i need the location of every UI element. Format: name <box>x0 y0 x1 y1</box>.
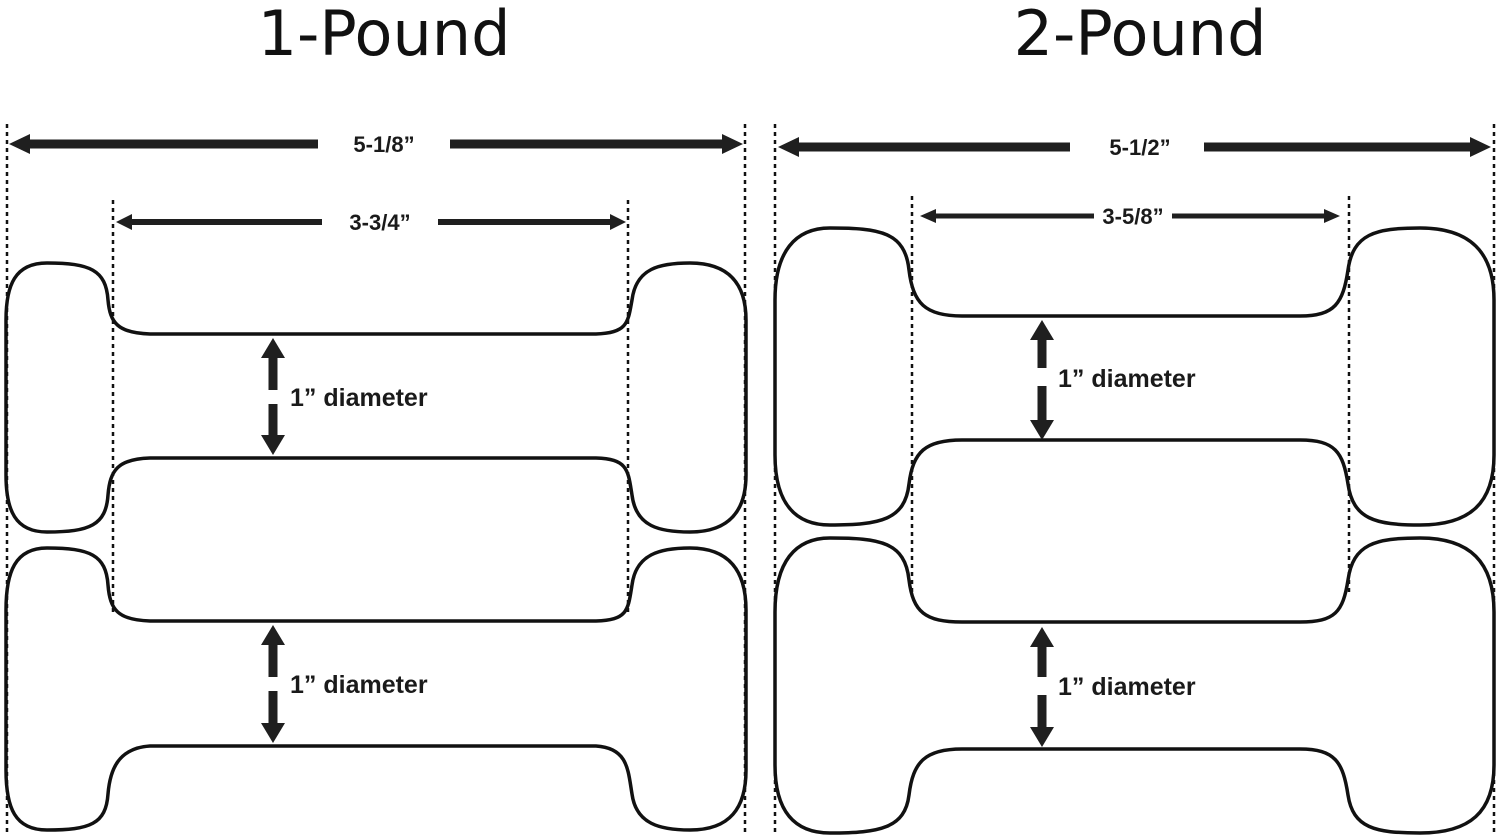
diameter-label: 1” diameter <box>1058 673 1196 701</box>
dumbbell-bottom-outline <box>4 546 748 832</box>
panel-title: 2-Pound <box>1014 0 1267 70</box>
diameter-label: 1” diameter <box>290 671 428 699</box>
diameter-arrow-top: 1” diameter <box>261 338 428 455</box>
overall-length-label: 5-1/2” <box>1109 135 1170 160</box>
handle-length-arrow: 3-5/8” <box>920 204 1340 229</box>
diameter-arrow-bottom: 1” diameter <box>1030 627 1196 747</box>
diameter-label: 1” diameter <box>290 384 428 412</box>
handle-length-label: 3-5/8” <box>1102 204 1163 229</box>
handle-length-label: 3-3/4” <box>349 210 410 235</box>
diameter-label: 1” diameter <box>1058 365 1196 393</box>
panel-1-pound: 1-Pound 5-1/8” 3-3/4” <box>4 0 748 835</box>
panel-2-pound: 2-Pound 5-1/2” 3-5/8” <box>773 0 1496 835</box>
overall-length-label: 5-1/8” <box>353 132 414 157</box>
diameter-arrow-bottom: 1” diameter <box>261 625 428 743</box>
overall-length-arrow: 5-1/8” <box>9 132 743 157</box>
handle-length-arrow: 3-3/4” <box>116 210 626 235</box>
dumbbell-top-outline <box>4 261 748 534</box>
diameter-arrow-top: 1” diameter <box>1030 320 1196 440</box>
dumbbell-bottom-outline <box>773 536 1496 835</box>
overall-length-arrow: 5-1/2” <box>778 135 1491 160</box>
dumbbell-top-outline <box>773 226 1496 527</box>
panel-title: 1-Pound <box>258 0 511 70</box>
